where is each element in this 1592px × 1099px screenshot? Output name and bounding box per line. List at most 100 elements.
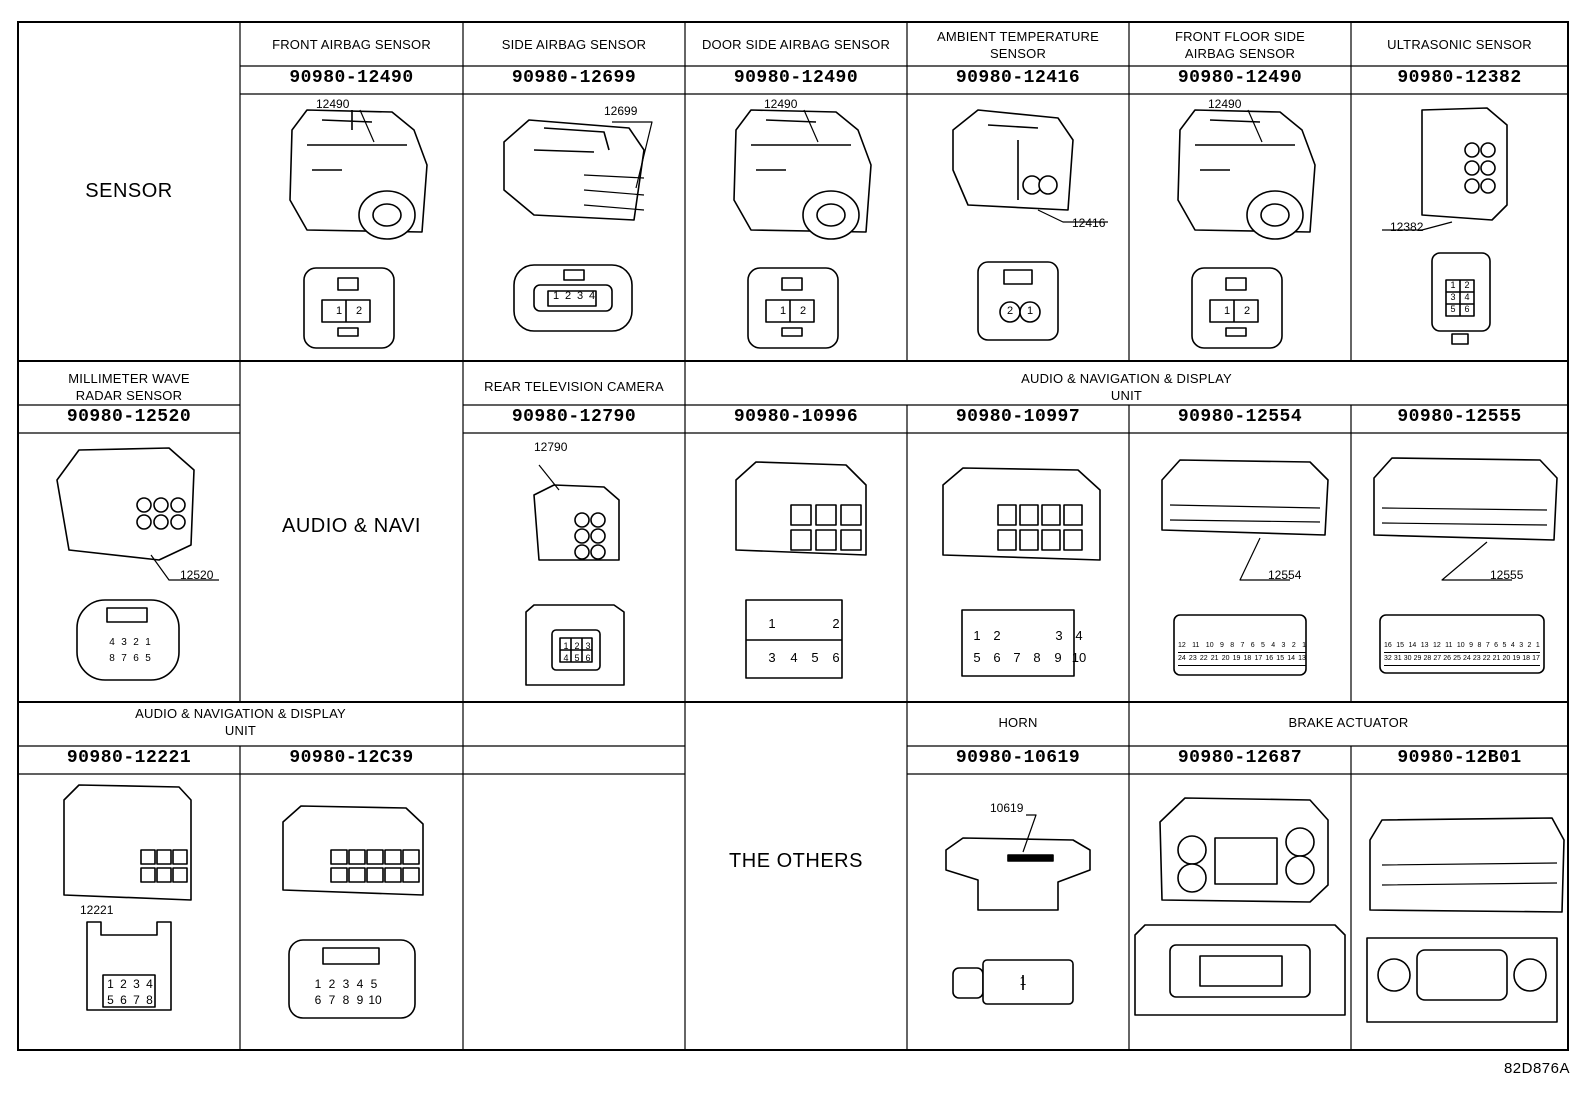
pin-number: 3 xyxy=(576,290,584,302)
pin-number: 9 xyxy=(1219,642,1224,649)
pin-number: 2 xyxy=(1291,642,1296,649)
table-border xyxy=(17,21,1569,1051)
pin-number: 5 xyxy=(1502,642,1507,649)
pin-number: 1 xyxy=(563,641,569,651)
pin-number: 26 xyxy=(1443,655,1452,662)
pin-number: 5 xyxy=(107,993,114,1007)
pin-number: 1 xyxy=(145,637,151,648)
door-side-airbag-connector-drawing xyxy=(733,109,872,349)
label-front-airbag: FRONT AIRBAG SENSOR xyxy=(272,37,431,52)
pin-number: 18 xyxy=(1243,655,1252,662)
pin-number: 4 xyxy=(1464,292,1470,302)
part-number: 90980-12687 xyxy=(1177,748,1303,768)
figure-id: 82D876A xyxy=(1503,1060,1570,1077)
ultrasonic-connector-drawing xyxy=(1382,107,1508,345)
side-airbag-connector-drawing xyxy=(503,119,653,332)
pin-number: 32 xyxy=(1384,655,1392,662)
pin-number: 5 xyxy=(1261,642,1265,649)
pin-number: 13 xyxy=(1298,655,1306,662)
audio-12554-connector-drawing xyxy=(1161,459,1329,676)
pin-number: 24 xyxy=(1463,655,1471,662)
pin-number: 16 xyxy=(1265,655,1274,662)
pin-number: 3 xyxy=(121,637,127,648)
part-number: 90980-12490 xyxy=(1177,68,1303,88)
pin-number: 29 xyxy=(1413,655,1422,662)
ambient-temperature-connector-drawing xyxy=(952,109,1108,341)
pin-number: 6 xyxy=(1250,642,1255,649)
pin-number: 12 xyxy=(1178,642,1186,649)
pin-number: 6 xyxy=(133,653,139,664)
pin-number: 9 xyxy=(1469,642,1474,649)
pin-number: 8 xyxy=(146,993,153,1007)
pin-number: 18 xyxy=(1522,655,1531,662)
pin-number: 23 xyxy=(1188,655,1197,662)
pin-number: 7 xyxy=(1240,642,1245,649)
pin-number: 8 xyxy=(1033,650,1041,665)
pin-number: 2 xyxy=(1527,642,1532,649)
pin-number: 5 xyxy=(811,650,819,665)
pin-number: 1 xyxy=(768,616,776,631)
part-number: 90980-12555 xyxy=(1397,407,1522,427)
pin-number: 6 xyxy=(993,650,1001,665)
pin-number: 1 xyxy=(1223,305,1231,317)
front-floor-airbag-connector-drawing xyxy=(1177,109,1316,349)
pin-number: 3 xyxy=(585,641,591,651)
section-the-others: THE OTHERS xyxy=(729,850,863,872)
callout-label: 10619 xyxy=(990,801,1024,815)
pin-number: 3 xyxy=(768,650,776,665)
pin-number: 6 xyxy=(120,993,127,1007)
part-number: 90980-12B01 xyxy=(1397,748,1522,768)
part-number: 90980-12382 xyxy=(1397,68,1522,88)
label-ultrasonic: ULTRASONIC SENSOR xyxy=(1387,37,1532,52)
callout-label: 12699 xyxy=(604,104,638,118)
pin-number: 2 xyxy=(1243,305,1251,317)
pin-number: 11 xyxy=(1445,642,1453,649)
pin-number: 6 xyxy=(1494,642,1499,649)
pin-number: 23 xyxy=(1472,655,1481,662)
pin-number: 14 xyxy=(1408,642,1417,649)
pin-number: 4 xyxy=(1510,642,1515,649)
pin-number: 6 xyxy=(314,993,322,1007)
pin-number: 2 xyxy=(328,977,336,991)
callout-label: 12554 xyxy=(1268,568,1302,582)
pin-number: 2 xyxy=(993,628,1001,643)
pin-number: 8 xyxy=(342,993,350,1007)
label-brake-actuator: BRAKE ACTUATOR xyxy=(1288,715,1409,730)
pin-number: 21 xyxy=(1492,655,1501,662)
callout-label: 12520 xyxy=(180,568,214,582)
part-number: 90980-12490 xyxy=(289,68,414,88)
pin-number: 21 xyxy=(1210,655,1219,662)
pin-number: 2 xyxy=(120,977,127,991)
callout-label: 12382 xyxy=(1390,220,1424,234)
pin-number: 24 xyxy=(1178,655,1186,662)
pin-number: 7 xyxy=(133,993,140,1007)
pin-number: 1 xyxy=(335,305,343,317)
pin-number: 6 xyxy=(585,653,591,663)
pin-number: 7 xyxy=(121,653,127,664)
pin-number: 16 xyxy=(1384,642,1392,649)
pin-number: 8 xyxy=(109,653,115,664)
pin-number: 7 xyxy=(328,993,336,1007)
pin-number: 4 xyxy=(356,977,364,991)
pin-number: 6 xyxy=(832,650,840,665)
brake-12b01-connector-drawing xyxy=(1366,817,1565,1023)
pin-number: 20 xyxy=(1221,655,1230,662)
label-door-side-airbag: DOOR SIDE AIRBAG SENSOR xyxy=(701,37,891,52)
pin-number: 3 xyxy=(1450,292,1456,302)
pin-number: 25 xyxy=(1453,655,1461,662)
pin-number: 22 xyxy=(1199,655,1208,662)
pin-number: 4 xyxy=(1271,642,1276,649)
pin-number: 22 xyxy=(1482,655,1491,662)
part-number: 90980-12416 xyxy=(955,68,1081,88)
pin-number: 9 xyxy=(356,993,364,1007)
pin-number: 1 xyxy=(552,290,560,302)
pin-number: 1 xyxy=(314,977,322,991)
pin-number: 1 xyxy=(1450,280,1456,290)
pin-number: 7 xyxy=(1485,642,1490,649)
horn-connector-drawing xyxy=(945,814,1091,1005)
pin-number: 3 xyxy=(133,977,140,991)
